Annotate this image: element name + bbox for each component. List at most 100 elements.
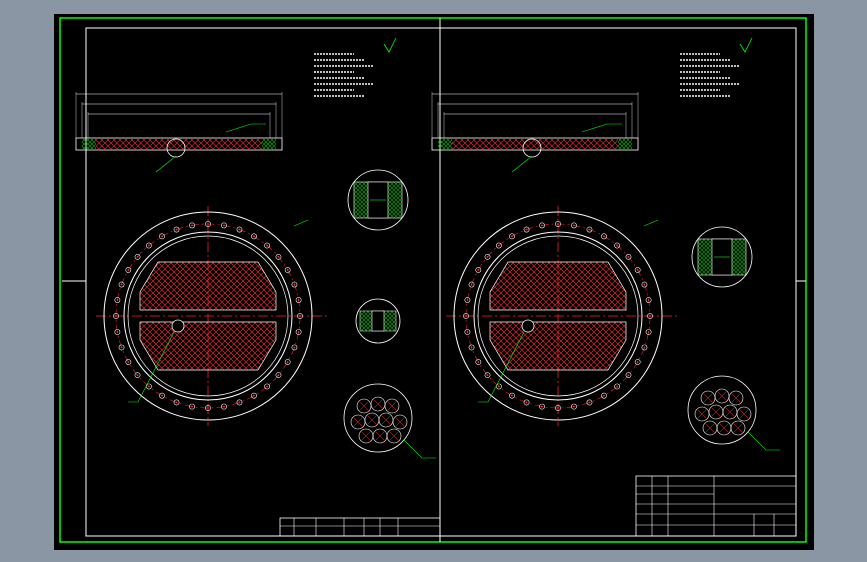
bolt-hole xyxy=(539,222,545,229)
bolt-hole xyxy=(586,399,593,406)
perforation-hole xyxy=(392,414,408,430)
bolt-hole xyxy=(571,403,577,410)
detail-view-hole-pattern xyxy=(343,383,413,453)
bolt-hole xyxy=(251,233,257,240)
bolt-hole-center xyxy=(541,405,543,408)
bolt-hole-center xyxy=(627,255,630,258)
bolt-hole xyxy=(463,313,469,319)
bolt-hole xyxy=(555,221,561,227)
bolt-hole xyxy=(236,226,243,233)
bolt-hole xyxy=(173,399,180,406)
bolt-hole xyxy=(468,281,475,288)
perforation-cross xyxy=(380,414,392,426)
perforation-cross xyxy=(388,430,400,442)
bolt-hole-center xyxy=(616,244,619,247)
bolt-hole-center xyxy=(497,244,500,247)
bolt-hole-center xyxy=(120,283,123,286)
detail-view-hole-pattern xyxy=(687,375,757,445)
bolt-hole-center xyxy=(136,374,139,377)
bolt-hole-center xyxy=(147,244,150,247)
bolt-hole-center xyxy=(191,405,193,408)
roughness-symbol xyxy=(383,37,397,53)
bolt-hole-center xyxy=(297,331,300,333)
leader-line xyxy=(155,155,177,173)
side-view-flange-right xyxy=(618,139,632,149)
perforation-hole xyxy=(384,398,400,414)
perforation-cross xyxy=(730,392,742,404)
perforated-zone-lower xyxy=(139,321,277,371)
bolt-hole-center xyxy=(297,299,300,301)
detail-callout-circle xyxy=(522,138,542,158)
bolt-hole xyxy=(495,242,502,249)
bolt-hole xyxy=(601,233,607,240)
bolt-hole-center xyxy=(207,223,209,225)
perforation-hole xyxy=(736,406,752,422)
perforated-zone-upper xyxy=(489,261,627,311)
bolt-hole-center xyxy=(266,385,269,388)
bolt-hole xyxy=(114,297,121,303)
plate-inner-circle xyxy=(477,235,639,397)
bolt-hole-center xyxy=(525,228,528,231)
bolt-hole-center xyxy=(511,235,513,238)
side-view-hatch xyxy=(452,139,618,149)
perforation-cross xyxy=(710,406,722,418)
bolt-hole xyxy=(464,297,471,303)
bolt-hole xyxy=(468,344,475,351)
bolt-hole xyxy=(523,399,530,406)
bolt-hole xyxy=(159,392,165,399)
inner-frame xyxy=(85,27,797,537)
bolt-hole-center xyxy=(299,315,301,317)
bolt-hole xyxy=(475,359,482,365)
leader-line xyxy=(747,431,780,451)
bolt-hole-center xyxy=(573,224,575,227)
bolt-hole-center xyxy=(266,244,269,247)
bolt-hole xyxy=(586,226,593,233)
bolt-hole-center xyxy=(120,346,123,349)
bolt-hole-center xyxy=(191,224,193,227)
bolt-hole-center xyxy=(588,401,591,404)
bolt-hole xyxy=(625,372,632,379)
bolt-hole xyxy=(275,372,282,379)
bolt-hole xyxy=(284,359,291,365)
plate-circle xyxy=(473,231,643,401)
bolt-hole xyxy=(134,253,141,260)
bolt-hole-center xyxy=(525,401,528,404)
bolt-hole-center xyxy=(649,315,651,317)
bolt-hole xyxy=(484,372,491,379)
bolt-hole-center xyxy=(643,283,646,286)
bolt-hole xyxy=(159,233,165,240)
drawing-canvas[interactable] xyxy=(54,14,814,550)
bolt-hole-center xyxy=(253,394,255,397)
bolt-hole-center xyxy=(136,255,139,258)
bolt-hole xyxy=(291,344,298,351)
perforation-cross xyxy=(372,398,384,410)
bolt-hole-center xyxy=(477,269,480,271)
side-view-flange-left xyxy=(82,139,96,149)
perforation-cross xyxy=(374,430,386,442)
side-view-plate xyxy=(75,137,283,151)
leader-line xyxy=(643,219,659,227)
bolt-hole xyxy=(189,222,195,229)
perforation-cross xyxy=(724,406,736,418)
perforation-cross xyxy=(738,408,750,420)
perforation-cross xyxy=(718,422,730,434)
bolt-hole xyxy=(264,242,271,249)
bolt-hole xyxy=(641,344,648,351)
bolt-hole xyxy=(251,392,257,399)
bolt-hole-center xyxy=(286,269,289,271)
bolt-hole-center xyxy=(115,315,117,317)
bolt-hole xyxy=(221,403,227,410)
bolt-hole-center xyxy=(647,331,650,333)
perforation-cross xyxy=(366,414,378,426)
bolt-hole-center xyxy=(557,407,559,409)
bolt-hole-center xyxy=(161,394,163,397)
bolt-hole-center xyxy=(497,385,500,388)
sheet-left xyxy=(75,37,436,459)
bolt-hole-center xyxy=(511,394,513,397)
roughness-symbol xyxy=(739,37,753,53)
bolt-hole-center xyxy=(647,299,650,301)
bolt-hole-center xyxy=(161,235,163,238)
perforation-hole xyxy=(386,428,402,444)
side-view-flange-left xyxy=(438,139,452,149)
